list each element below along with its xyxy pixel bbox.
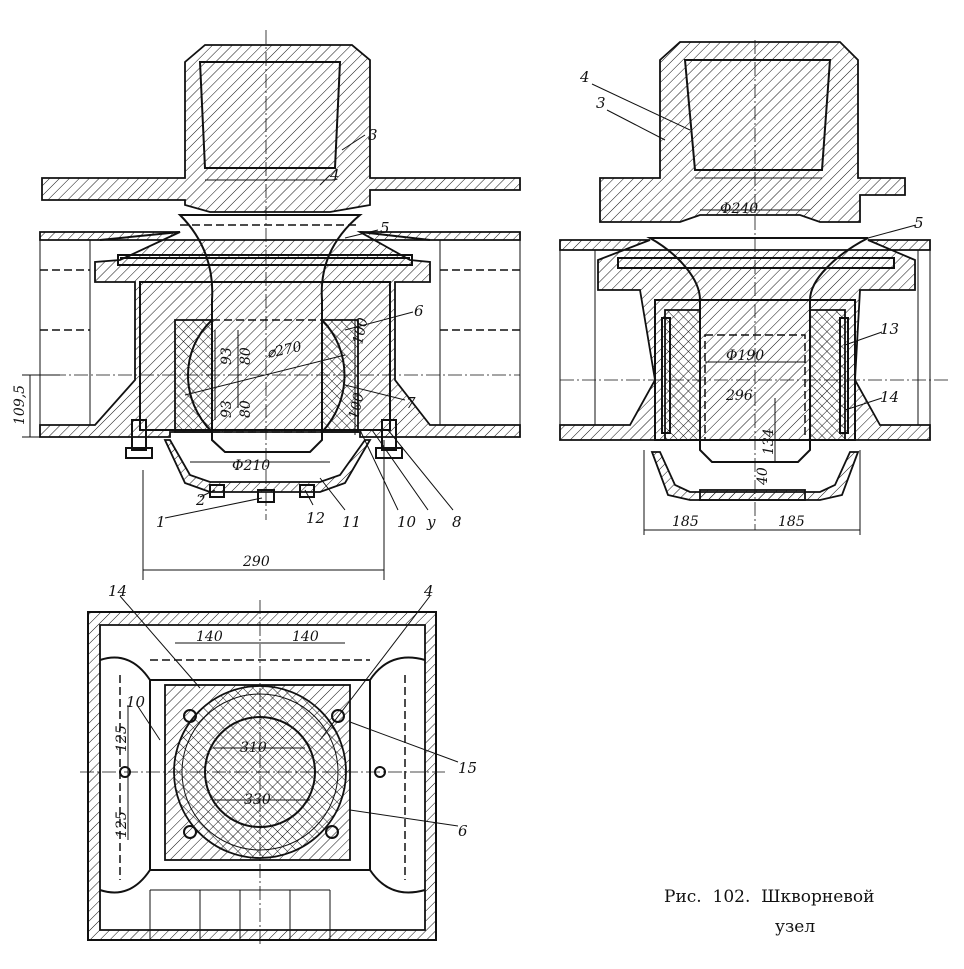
right-callouts: 4 3 5 13 14: [579, 68, 924, 411]
bottom-cover-right: [650, 451, 860, 501]
caption-line-1: Рис. 102. Шкворневой: [664, 887, 874, 907]
dim-dia-190: Φ190: [726, 348, 764, 364]
callout-1: 1: [156, 513, 166, 531]
callout-10: 10: [397, 513, 417, 531]
callout-12: 12: [306, 509, 325, 527]
dim-80-bottom: 80: [238, 400, 254, 418]
callout-13: 13: [880, 320, 899, 338]
caption-line-2: узел: [775, 917, 815, 937]
dim-80-top: 80: [238, 347, 254, 365]
right-section-view: [559, 40, 950, 535]
plan-dimensions: 140 140 125 125 310 330: [114, 629, 319, 838]
callout-2: 2: [195, 491, 206, 509]
callout-7: 7: [406, 394, 416, 412]
left-section-view: [22, 30, 521, 580]
right-dimensions: Φ240 Φ190 296 134 40 185 185: [672, 201, 805, 530]
upper-frame: [41, 44, 521, 213]
dim-290: 290: [242, 554, 270, 570]
dim-140-right: 140: [292, 629, 319, 645]
dim-125-top: 125: [114, 725, 130, 752]
dim-310: 310: [240, 740, 267, 756]
callout-5-right: 5: [914, 214, 924, 232]
dim-dia-210: Φ210: [232, 458, 270, 474]
lower-frame-right: [559, 239, 931, 441]
callout-5: 5: [380, 219, 390, 237]
plan-callouts: 14 4 10 15 6: [108, 582, 477, 840]
callout-14-plan: 14: [108, 582, 127, 600]
dim-330: 330: [244, 792, 271, 808]
dim-40: 40: [755, 467, 771, 486]
callout-14: 14: [880, 388, 899, 406]
dim-185-left: 185: [672, 514, 699, 530]
figure-caption: Рис. 102. Шкворневой узел: [664, 887, 874, 937]
upper-frame-right: [599, 41, 906, 223]
callout-6-plan: 6: [458, 822, 468, 840]
spherical-bushing: [174, 319, 213, 433]
dim-100-bottom: 100: [346, 391, 367, 421]
bottom-cover: [163, 439, 372, 493]
dim-125-bottom: 125: [114, 811, 130, 838]
dim-296: 296: [725, 388, 753, 404]
dim-109-5: 109,5: [12, 385, 28, 425]
callout-3-right: 3: [596, 94, 606, 112]
callout-15: 15: [458, 759, 477, 777]
callout-4-plan: 4: [423, 582, 434, 600]
bearing-plate: [117, 254, 413, 266]
dim-100-top: 100: [350, 316, 371, 346]
dim-185-right: 185: [778, 514, 805, 530]
left-callouts: 3 4 5 6 7 8 у 10 11 12 2 1: [156, 126, 462, 531]
dim-sphere-270: ⌀270: [266, 339, 304, 362]
sleeve-housing: [139, 281, 391, 431]
callout-4-right: 4: [579, 68, 590, 86]
dim-134: 134: [761, 428, 777, 455]
callout-8: 8: [452, 513, 462, 531]
dim-93-bottom: 93: [219, 400, 235, 418]
dim-93-top: 93: [219, 347, 235, 365]
callout-9: у: [426, 513, 436, 531]
dim-dia-240: Φ240: [720, 201, 758, 217]
dim-140-left: 140: [196, 629, 223, 645]
left-dimensions: 109,5 93 80 93 80 ⌀270 100 100 Φ210 290: [12, 316, 371, 570]
callout-11: 11: [342, 513, 361, 531]
plan-view: [80, 600, 445, 945]
callout-4: 4: [329, 166, 340, 184]
callout-6: 6: [414, 302, 424, 320]
callout-3: 3: [368, 126, 378, 144]
callout-10-plan: 10: [126, 693, 146, 711]
lower-frame: [39, 231, 521, 438]
